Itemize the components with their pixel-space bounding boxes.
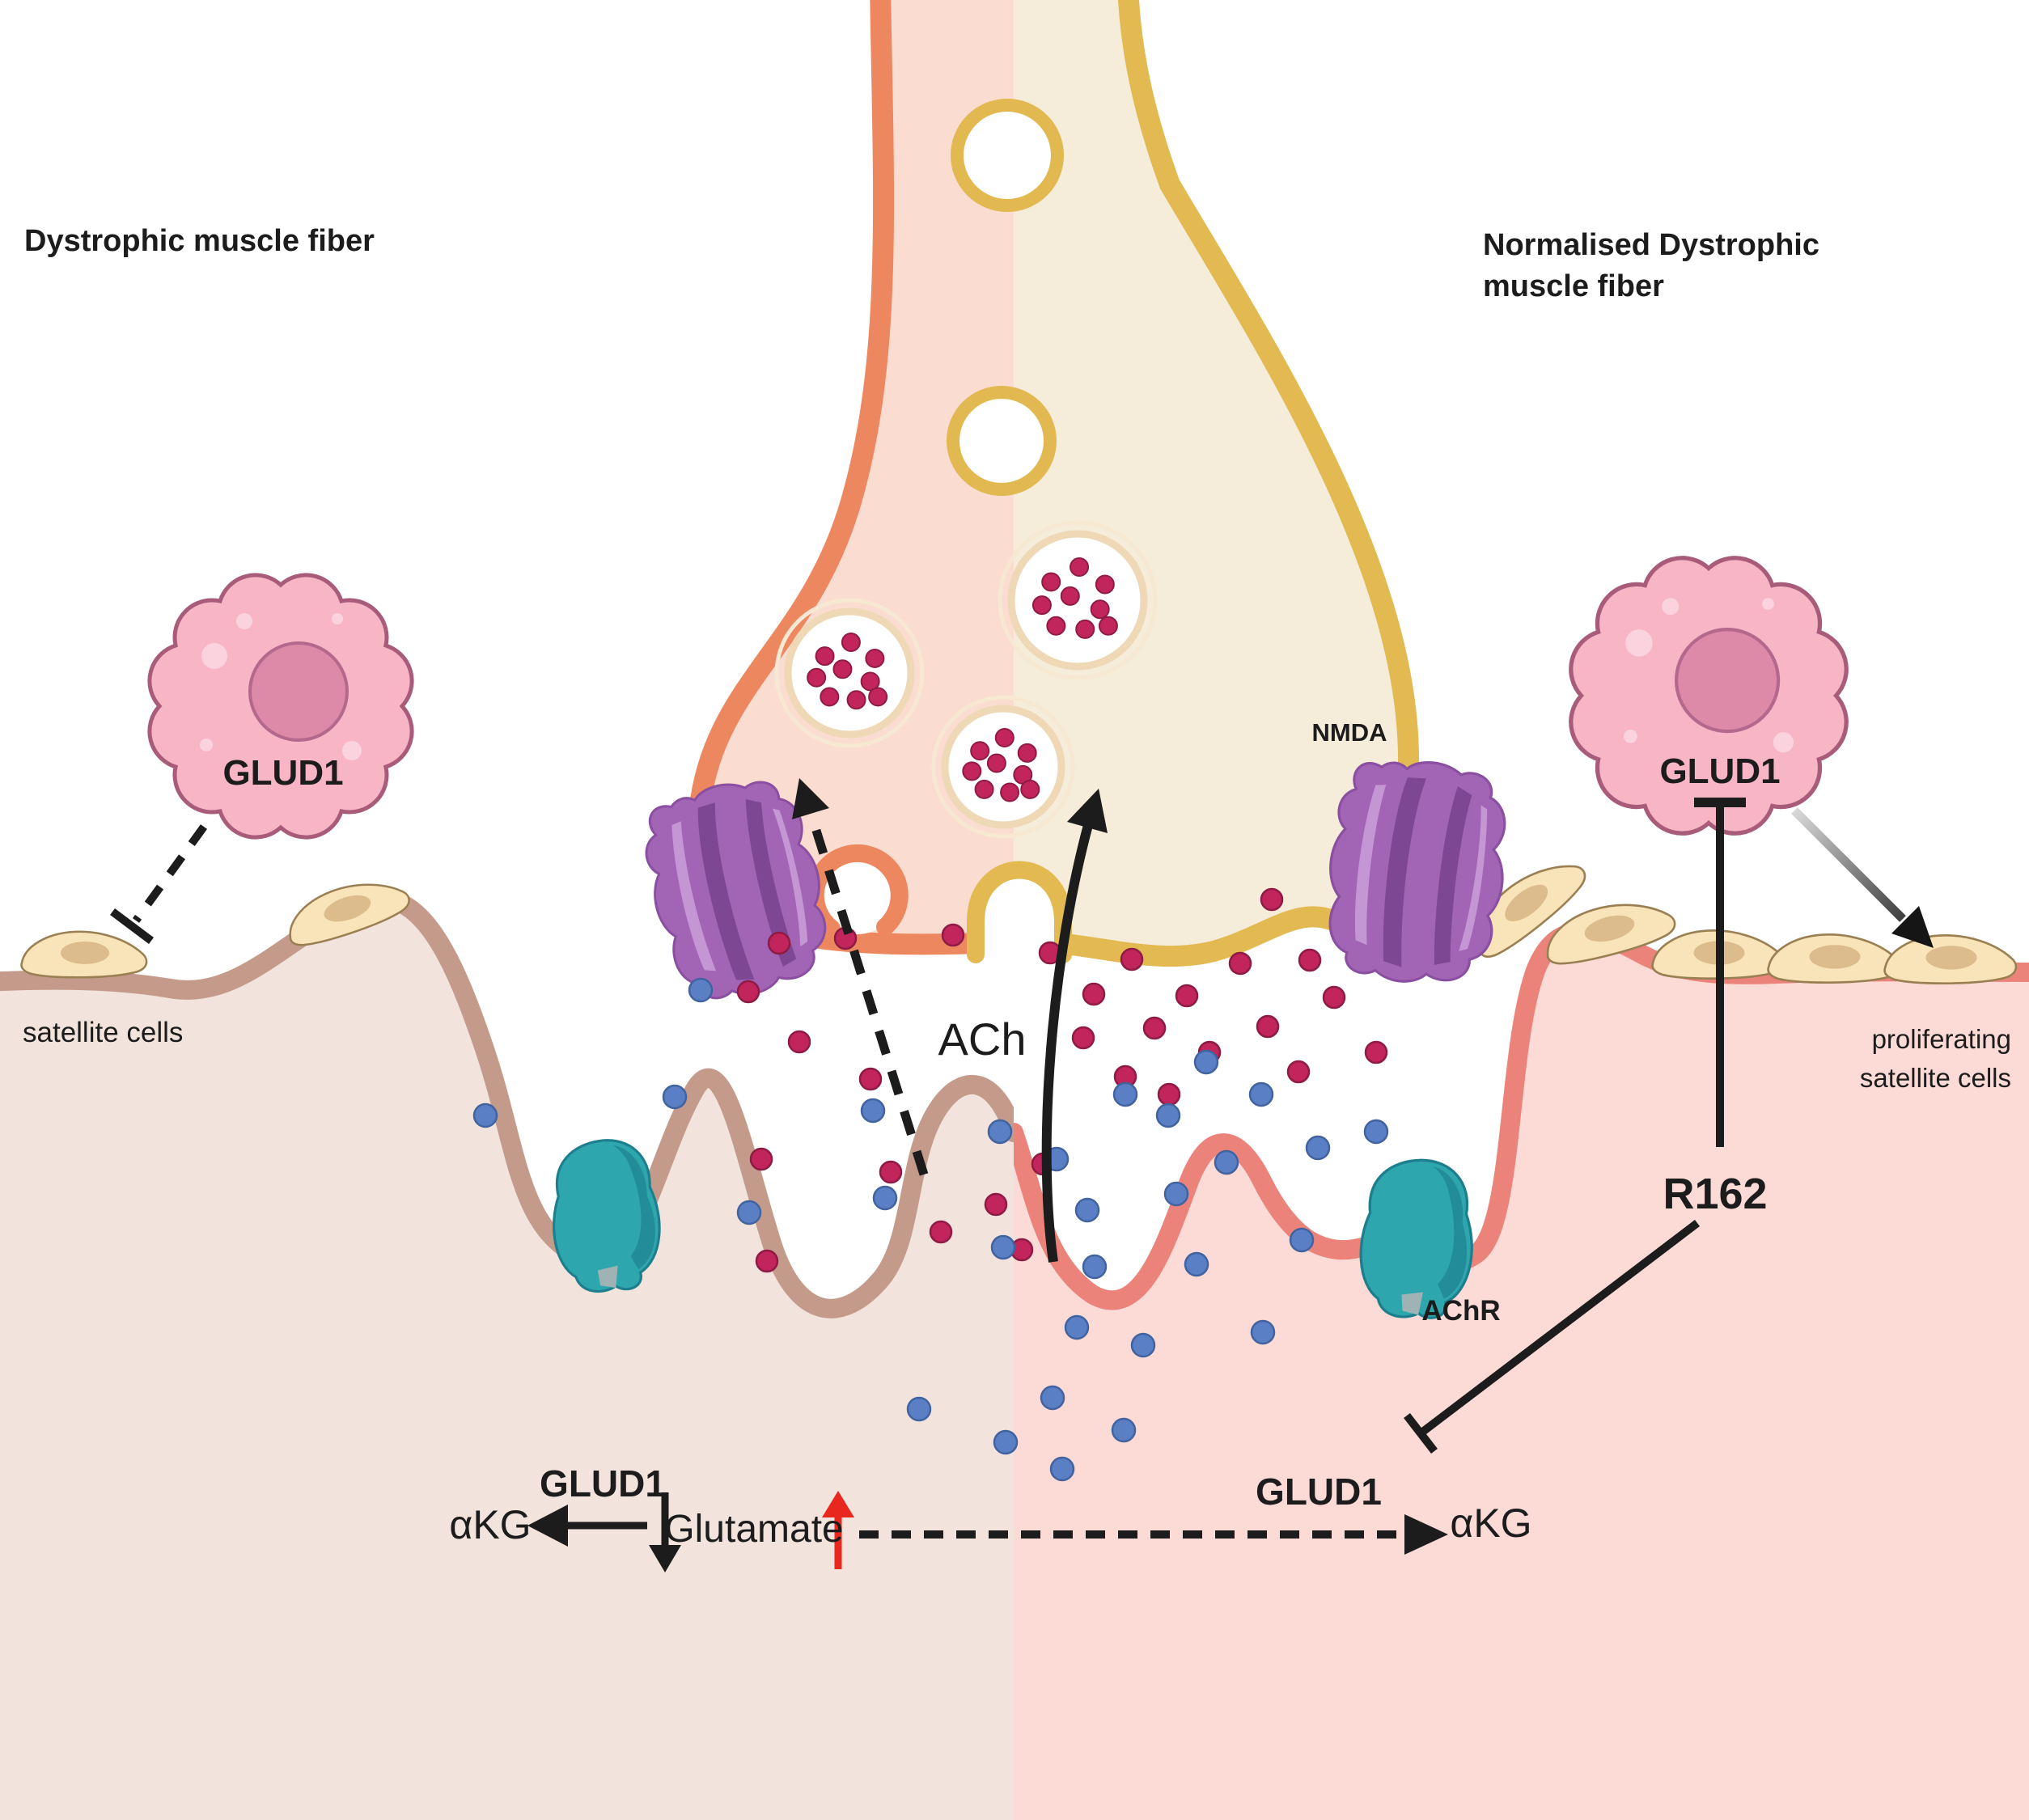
dystrophic-fiber-fill [0,898,1014,1820]
glutamate-label: Glutamate [664,1508,843,1551]
right-panel-title-line1: Normalised Dystrophic [1483,228,1819,262]
nmda-label: NMDA [1312,718,1387,747]
equation-arrows [527,1491,1448,1572]
right-panel-title-line2: muscle fiber [1483,269,1664,303]
proliferating-caption-line1: proliferating [1872,1024,2011,1054]
glud1-label-left-cell: GLUD1 [222,753,343,793]
membrane-arch-yellow [967,861,1072,963]
reuptake-solid-arrow [1041,789,1108,1263]
glud1-enzyme-left-label: GLUD1 [540,1462,666,1505]
proliferation-gradient-arrow [1791,807,1934,948]
glutamate-down-arrowhead [649,1545,681,1572]
right-reaction-arrowhead [1404,1514,1448,1555]
akg-left-label: αKG [449,1502,531,1547]
glud1-satellite-cell-right [1571,558,1846,833]
terminal-left-membrane [688,0,1024,955]
glud1-inhibition-connector-left [110,824,208,944]
r162-inhibition-lines [1404,798,1746,1454]
ach-filled-synaptic-vesicles [774,520,1158,839]
glud1-label-right-cell: GLUD1 [1659,751,1780,791]
r162-label: R162 [1663,1170,1767,1218]
ach-molecules [736,887,1388,1273]
glud1-satellite-cell-left [150,575,412,837]
ach-label: ACh [938,1014,1027,1064]
satellite-cells-caption: satellite cells [23,1017,183,1048]
glutamate-molecules [472,977,1389,1482]
fusing-vesicle-orange [806,844,909,938]
left-panel-title: Dystrophic muscle fiber [24,224,375,258]
akg-right-label: αKG [1450,1500,1531,1546]
empty-synaptic-vesicles [947,99,1064,496]
glud1-enzyme-right-label: GLUD1 [1256,1471,1382,1513]
recycling-dashed-arrow [792,778,929,1176]
left-reaction-arrowhead [527,1505,568,1547]
proliferating-caption-line2: satellite cells [1860,1063,2011,1093]
achr-label: AChR [1421,1295,1500,1327]
